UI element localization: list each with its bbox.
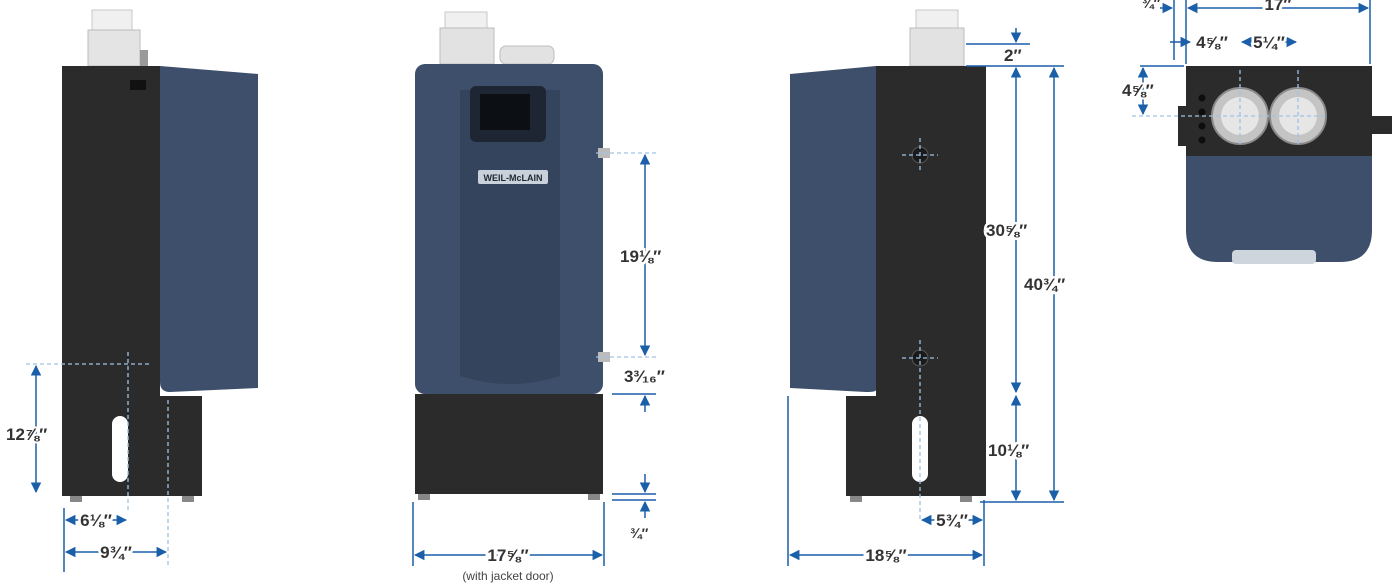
dim-label: 5¾″ <box>936 511 968 530</box>
foot <box>960 496 972 502</box>
cabinet-side <box>62 66 160 396</box>
dim-label: 18⅝″ <box>865 546 906 565</box>
jacket-door <box>790 66 876 392</box>
brand-badge <box>478 170 548 184</box>
knockout <box>1198 136 1206 144</box>
right-side-view <box>787 9 1064 566</box>
knockout <box>1198 108 1206 116</box>
access-slot <box>112 416 128 482</box>
knockout <box>1198 94 1206 102</box>
cabinet-side <box>876 66 986 396</box>
front-view: WEIL-McLAIN <box>412 11 656 566</box>
vent-pipes <box>439 11 555 65</box>
dim-label: ¾″ <box>1142 0 1161 11</box>
base-enclosure <box>62 396 202 496</box>
dim-label: 3³⁄₁₆″ <box>624 367 665 386</box>
side-stub <box>1372 116 1392 134</box>
dim-label: 30⅝″ <box>986 221 1027 240</box>
dim-label: 19⅛″ <box>620 247 661 266</box>
vent-pipe <box>87 9 148 67</box>
dim-label: 4⅝″ <box>1122 81 1154 100</box>
vent-pipe <box>909 9 965 67</box>
dim-label: 5¼″ <box>1253 33 1285 52</box>
door-handle <box>1232 250 1316 264</box>
knockout <box>1198 122 1206 130</box>
foot <box>70 496 82 502</box>
dim-label: 40¾″ <box>1024 275 1065 294</box>
door-note: (with jacket door) <box>462 569 553 583</box>
dim-label: ¾″ <box>630 525 649 541</box>
front-panel <box>460 90 560 384</box>
left-side-view <box>26 9 258 572</box>
hinge <box>130 80 146 90</box>
foot <box>588 494 600 500</box>
brand-label: WEIL-McLAIN <box>484 173 543 183</box>
dim-label: 6⅛″ <box>80 511 112 530</box>
dim-label: 9¾″ <box>100 543 132 562</box>
foot <box>850 496 862 502</box>
jacket-door <box>160 66 258 392</box>
top-view <box>1132 0 1392 264</box>
base-enclosure <box>415 394 603 494</box>
dim-label: 17″ <box>1264 0 1291 14</box>
control-display <box>480 94 530 130</box>
dim-label: 12⅞″ <box>6 425 47 444</box>
foot <box>182 496 194 502</box>
jacket-top <box>1186 156 1372 262</box>
side-stub <box>1178 106 1186 146</box>
dim-label: 4⅝″ <box>1196 33 1228 52</box>
dim-label: 10⅛″ <box>988 441 1029 460</box>
dim-label: 17⅝″ <box>487 546 528 565</box>
dim-label: 2″ <box>1004 46 1022 65</box>
foot <box>418 494 430 500</box>
